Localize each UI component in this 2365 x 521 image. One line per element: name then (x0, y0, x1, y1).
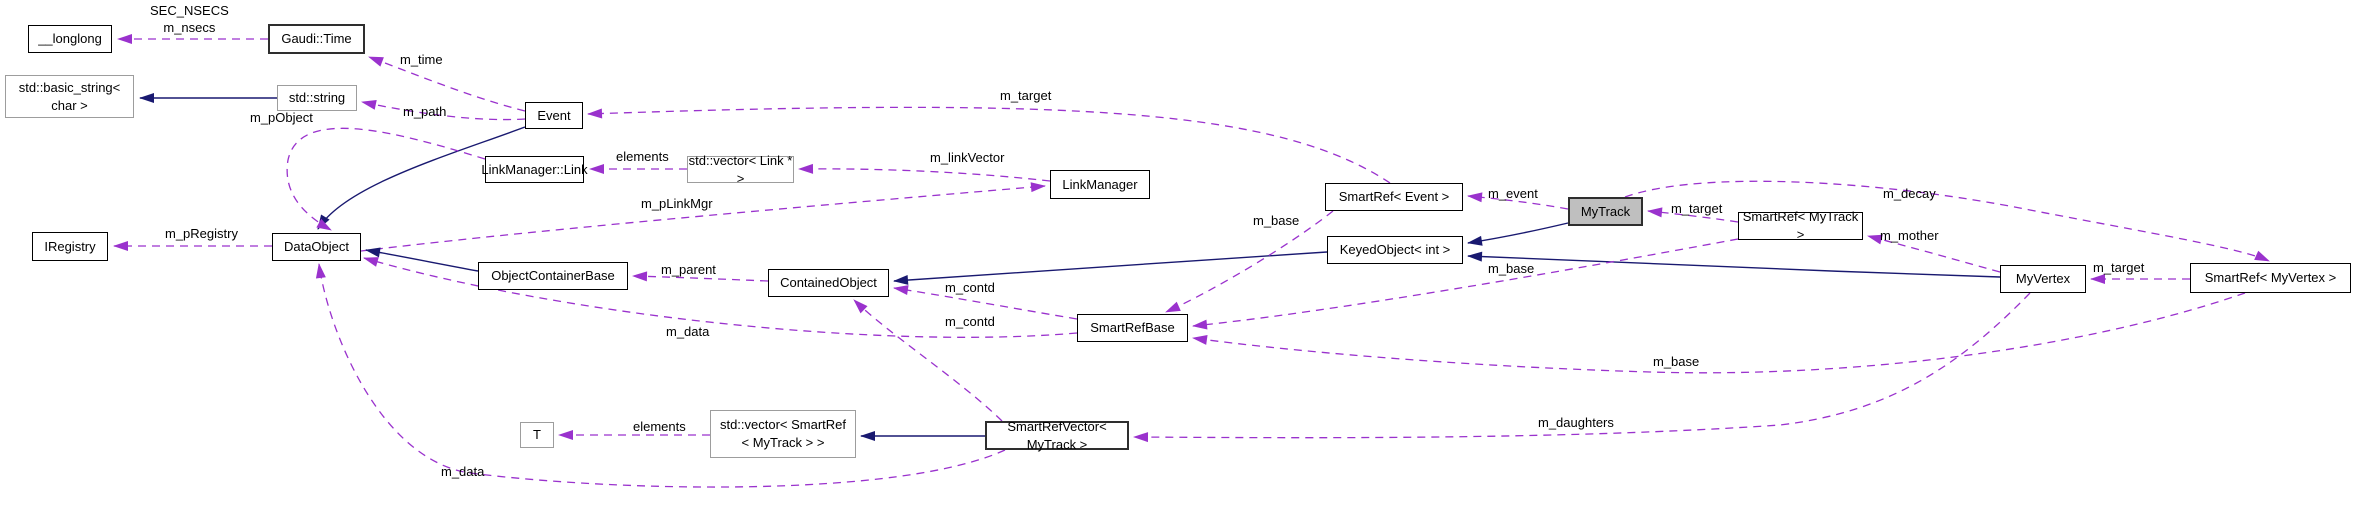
edge-myvertex-to-srmytrack (1867, 234, 2001, 273)
edge-label-m-contd-1: m_contd (945, 280, 995, 295)
edge-label-m-data-upper: m_data (666, 324, 710, 339)
edge-mytrack-to-srmyvertex (1624, 180, 2270, 262)
edge-label-m-target-vertex: m_target (2093, 260, 2145, 275)
edge-label-m-target-track: m_target (1671, 201, 1723, 216)
node-longlong[interactable]: __longlong (28, 25, 112, 53)
edge-label-m-event: m_event (1488, 186, 1538, 201)
edge-dataobject-to-linkmanager (360, 182, 1046, 252)
edge-label-elements-bottom: elements (633, 419, 686, 434)
edge-srevent-to-srb (1165, 210, 1334, 313)
edge-label-m-contd-2: m_contd (945, 314, 995, 329)
node-gaudi-time[interactable]: Gaudi::Time (268, 24, 365, 54)
edge-myvertex-to-srvector (1133, 292, 2031, 443)
edge-mytrack-to-keyed (1467, 222, 1569, 246)
edge-label-m-data-lower: m_data (441, 464, 485, 479)
edge-mytrack-to-srevent (1467, 192, 1569, 210)
edge-label-m-daughters: m_daughters (1538, 415, 1614, 430)
edge-event-to-stdstring (361, 99, 526, 121)
node-containedobject[interactable]: ContainedObject (768, 269, 889, 297)
node-iregistry[interactable]: IRegistry (32, 232, 108, 261)
edge-label-m-decay: m_decay (1883, 186, 1936, 201)
node-smartrefbase[interactable]: SmartRefBase (1077, 314, 1188, 342)
node-event[interactable]: Event (525, 102, 583, 129)
edge-lmlink-to-dataobject (286, 127, 486, 231)
edge-label-m-base-b: m_base (1488, 261, 1535, 276)
node-mytrack[interactable]: MyTrack (1568, 197, 1643, 226)
node-std-string[interactable]: std::string (277, 85, 357, 111)
edge-label-m-pregistry: m_pRegistry (165, 226, 238, 241)
node-objectcontainerbase[interactable]: ObjectContainerBase (478, 262, 628, 290)
edge-label-m-time: m_time (400, 52, 443, 67)
node-smartref-myvertex[interactable]: SmartRef< MyVertex > (2190, 263, 2351, 293)
node-vector-link[interactable]: std::vector< Link * > (687, 152, 794, 186)
edge-contained-to-ocb (632, 271, 769, 282)
edge-srmytrack-to-mytrack (1647, 207, 1739, 223)
edge-label-m-plinkmgr: m_pLinkMgr (641, 196, 713, 211)
edge-label-m-target-event: m_target (1000, 88, 1052, 103)
edge-keyed-to-contained (893, 251, 1328, 285)
edge-label-m-pobject: m_pObject (250, 110, 313, 125)
edges-group (113, 34, 2270, 488)
edge-label-sec-nsecs: SEC_NSECS m_nsecs (150, 3, 229, 35)
node-keyedobject-int[interactable]: KeyedObject< int > (1327, 236, 1463, 264)
edge-srvector-to-dataobject (315, 263, 1006, 488)
node-vector-smartref[interactable]: std::vector< SmartRef < MyTrack > > (710, 410, 856, 458)
edge-srmyvertex-to-srb (1192, 292, 2246, 374)
edge-ocb-to-dataobject (365, 247, 479, 272)
edge-smartrefevent-to-event (587, 106, 1391, 184)
node-linkmanager[interactable]: LinkManager (1050, 170, 1150, 199)
edge-srvector-to-contained (853, 299, 1003, 422)
edge-label-m-parent: m_parent (661, 262, 716, 277)
node-dataobject[interactable]: DataObject (272, 233, 361, 261)
node-linkmanager-link[interactable]: LinkManager::Link (481, 156, 588, 183)
edge-linkmanager-to-vectorlink (798, 163, 1051, 182)
node-smartrefvector-mytrack[interactable]: SmartRefVector< MyTrack > (985, 419, 1129, 452)
edge-event-to-gauditime (368, 56, 526, 112)
edge-label-m-linkvector: m_linkVector (930, 150, 1005, 165)
edge-label-m-mother: m_mother (1880, 228, 1939, 243)
edge-myvertex-to-keyed (1467, 251, 2001, 278)
edge-label-m-path: m_path (403, 104, 447, 119)
edge-srb-to-contained (893, 285, 1078, 320)
node-basic-string[interactable]: std::basic_string< char > (5, 75, 134, 118)
edge-label-elements-top: elements (616, 149, 669, 164)
edge-label-m-base-a: m_base (1253, 213, 1300, 228)
node-t[interactable]: T (520, 422, 554, 448)
edge-srb-to-dataobject (363, 257, 1078, 338)
edge-event-to-dataobject (317, 126, 526, 230)
edge-label-m-base-c: m_base (1653, 354, 1700, 369)
node-smartref-mytrack[interactable]: SmartRef< MyTrack > (1738, 209, 1863, 242)
node-myvertex[interactable]: MyVertex (2000, 265, 2086, 293)
node-smartref-event[interactable]: SmartRef< Event > (1325, 183, 1463, 211)
